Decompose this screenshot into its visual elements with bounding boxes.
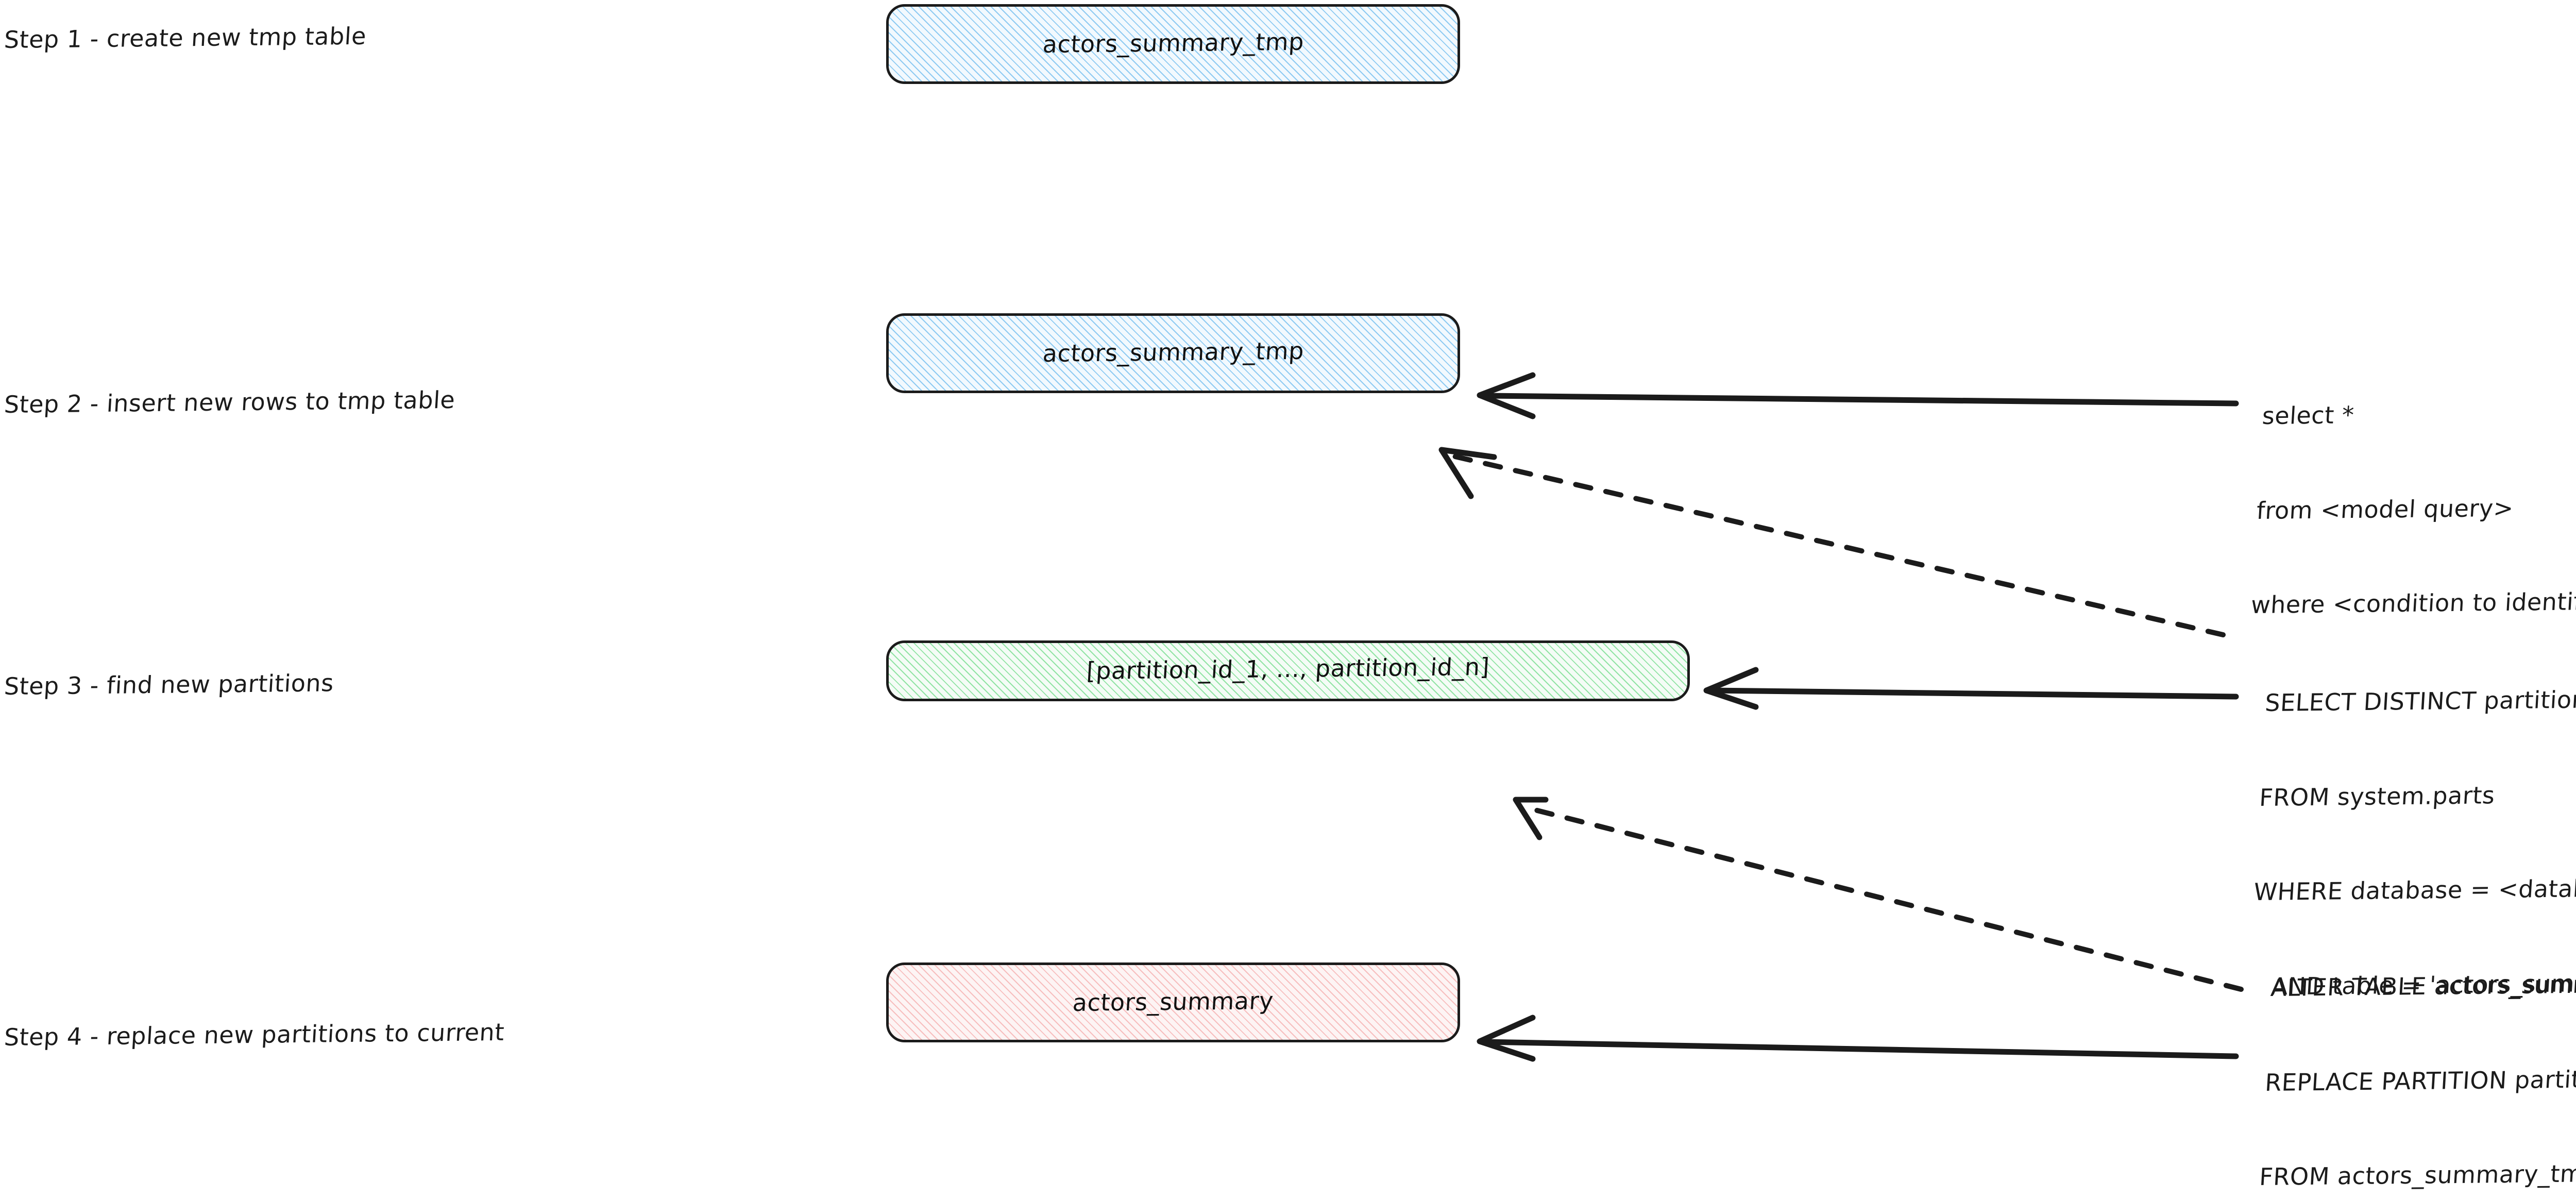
edge-query2-to-node2 [1477,372,2239,419]
node-actors-summary[interactable]: actors_summary [886,962,1460,1042]
node-actors-summary-tmp-step1[interactable]: actors_summary_tmp [886,4,1460,84]
edge-query3-to-node3 [1703,667,2239,710]
edge-query4-to-node4 [1477,1015,2239,1062]
node-label: [partition_id_1, ..., partition_id_n] [1086,652,1490,685]
node-hatch-fill [889,316,1458,391]
node-actors-summary-tmp-step2[interactable]: actors_summary_tmp [886,313,1460,393]
edge-query4-to-node3 [1513,797,2244,992]
node-hatch-fill [889,965,1458,1040]
node-hatch-fill [889,7,1458,81]
node-label: actors_summary_tmp [1042,27,1305,58]
node-partition-id-list[interactable]: [partition_id_1, ..., partition_id_n] [886,640,1690,701]
node-label: actors_summary_tmp [1042,336,1305,367]
edge-query3-to-node2 [1438,447,2226,637]
node-label: actors_summary [1072,986,1275,1017]
node-hatch-fill [889,643,1687,699]
